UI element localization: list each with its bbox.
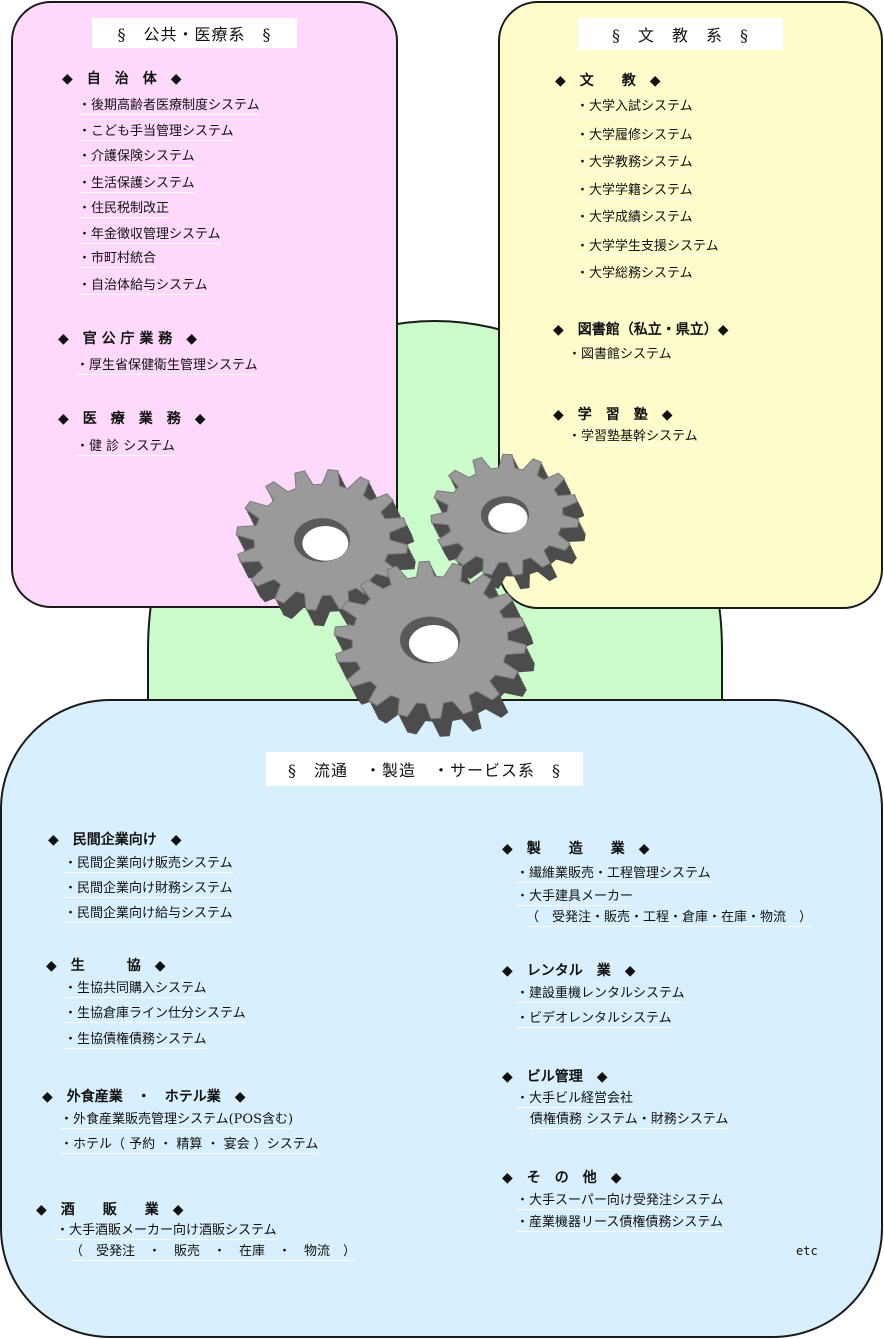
list-item: ・大手酒販メーカー向け酒販システム xyxy=(56,1223,277,1240)
section-building-heading: ◆ ビル管理 ◆ xyxy=(502,1069,608,1085)
list-item: 債権債務 システム・財務システム xyxy=(530,1112,729,1129)
section-other-heading: ◆ そ の 他 ◆ xyxy=(502,1170,622,1186)
list-item: ・建設重機レンタルシステム xyxy=(516,986,685,1003)
section-rental-heading: ◆ レンタル 業 ◆ xyxy=(502,963,636,979)
list-item: （ 受発注 ・ 販売 ・ 在庫 ・ 物流 ） xyxy=(70,1244,357,1261)
list-item: ・大学履修システム xyxy=(576,128,693,145)
list-item: ・ビデオレンタルシステム xyxy=(516,1011,672,1028)
section-cram-heading: ◆ 学 習 塾 ◆ xyxy=(553,407,673,423)
list-item: ・介護保険システム xyxy=(78,149,195,166)
list-item: ・外食産業販売管理システム(POS含む) xyxy=(60,1112,294,1129)
list-item: ・生活保護システム xyxy=(78,176,195,193)
section-liquor-heading: ◆ 酒 販 業 ◆ xyxy=(36,1202,184,1218)
list-item: ・住民税制改正 xyxy=(78,201,170,218)
distribution-title: § 流通 ・製造 ・サービス系 § xyxy=(266,752,583,786)
list-item: ・民間企業向け販売システム xyxy=(64,856,233,873)
list-item: ・年金徴収管理システム xyxy=(78,227,221,244)
list-item: ・産業機器リース債権債務システム xyxy=(516,1215,723,1232)
list-item: ・繊維業販売・工程管理システム xyxy=(516,866,711,883)
list-item: ・後期高齢者医療制度システム xyxy=(78,98,260,115)
section-food-hotel-heading: ◆ 外食産業 ・ ホテル業 ◆ xyxy=(42,1089,246,1105)
list-item: ・大学学生支援システム xyxy=(576,239,719,256)
list-item: ・生協債権債務システム xyxy=(64,1032,207,1049)
distribution-panel xyxy=(0,699,883,1338)
list-item: ・図書館システム xyxy=(568,347,672,364)
list-item: ・市町村統合 xyxy=(78,251,157,268)
list-item: ・大学学籍システム xyxy=(576,183,693,200)
list-item: （ 受発注・販売・工程・倉庫・在庫・物流 ） xyxy=(526,910,813,927)
public-medical-panel xyxy=(11,1,398,608)
list-item: ・大手建具メーカー xyxy=(516,889,634,906)
list-item: ・生協倉庫ライン仕分システム xyxy=(64,1006,246,1023)
section-government-heading: ◆ 官 公 庁 業 務 ◆ xyxy=(58,331,198,347)
etc-label: etc xyxy=(796,1244,818,1258)
section-manufacturing-heading: ◆ 製 造 業 ◆ xyxy=(502,841,650,857)
list-item: ・厚生省保健衛生管理システム xyxy=(76,358,258,375)
section-school-heading: ◆ 文 教 ◆ xyxy=(555,73,661,89)
list-item: ・学習塾基幹システム xyxy=(568,429,698,446)
section-municipal-heading: ◆ 自 治 体 ◆ xyxy=(62,71,182,87)
list-item: ・大学成績システム xyxy=(576,210,693,227)
section-medical-heading: ◆ 医 療 業 務 ◆ xyxy=(58,411,206,427)
list-item: ・民間企業向け財務システム xyxy=(64,881,233,898)
section-library-heading: ◆ 図書館（私立・県立）◆ xyxy=(553,322,729,338)
public-medical-title: § 公共・医療系 § xyxy=(92,18,297,48)
list-item: ・大学入試システム xyxy=(576,99,693,116)
list-item: ・こども手当管理システム xyxy=(78,124,234,141)
list-item: ・大手ビル経営会社 xyxy=(516,1091,634,1108)
list-item: ・自治体給与システム xyxy=(78,278,208,295)
list-item: ・大学教務システム xyxy=(576,155,693,172)
list-item: ・ホテル（ 予約 ・ 精算 ・ 宴会 ）システム xyxy=(60,1137,319,1154)
list-item: ・大学総務システム xyxy=(576,266,693,283)
list-item: ・大手スーパー向け受発注システム xyxy=(516,1193,724,1210)
education-title: § 文 教 系 § xyxy=(578,18,783,50)
section-coop-heading: ◆ 生 協 ◆ xyxy=(46,958,166,974)
list-item: ・民間企業向け給与システム xyxy=(64,906,233,923)
section-private-heading: ◆ 民間企業向け ◆ xyxy=(48,832,182,848)
list-item: ・健 診 システム xyxy=(76,439,175,456)
list-item: ・生協共同購入システム xyxy=(64,981,207,998)
education-panel xyxy=(498,1,883,609)
